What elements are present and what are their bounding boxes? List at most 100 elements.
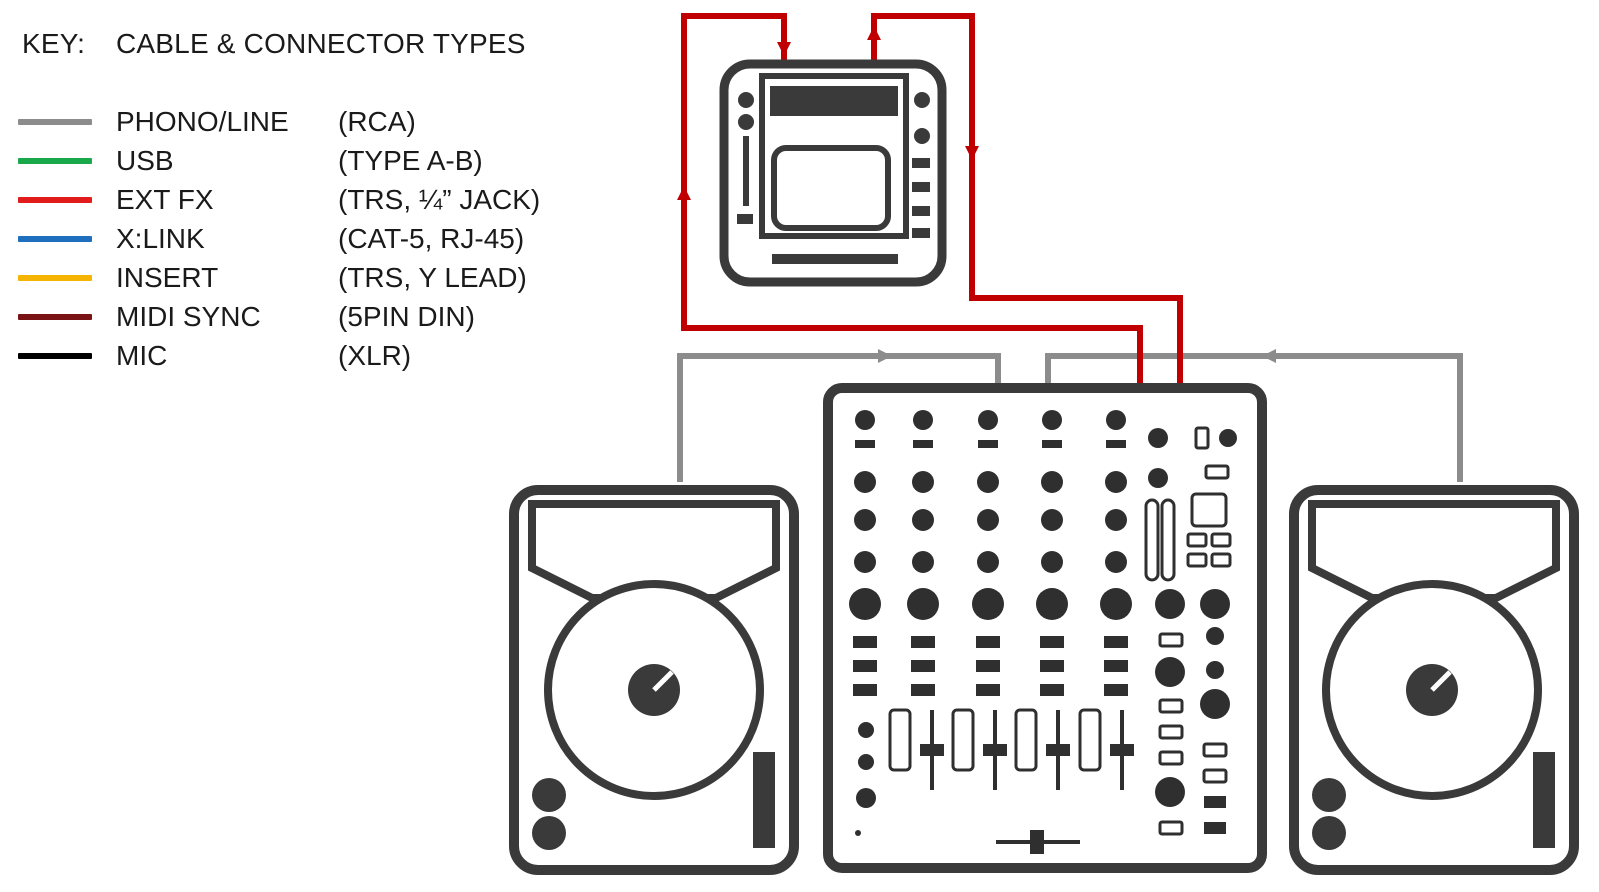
phono-cable-right xyxy=(1045,353,1463,482)
fx-arrow-up-out xyxy=(867,26,881,40)
phono-swatch xyxy=(18,119,92,125)
fx-arrow-down-right xyxy=(965,146,979,160)
legend-item-xlink: X:LINK (CAT-5, RJ-45) xyxy=(18,221,618,257)
fx-processor-icon xyxy=(719,59,947,287)
crossfader-cap xyxy=(1030,830,1044,854)
mixer-knob xyxy=(1148,428,1168,448)
legend-name: INSERT xyxy=(116,262,219,293)
mixer-knob xyxy=(977,509,999,531)
mixer-knob xyxy=(1105,551,1127,573)
left-deck xyxy=(509,485,799,875)
mixer-knob xyxy=(855,410,875,430)
mixer-button xyxy=(1210,552,1232,568)
mixer-button xyxy=(976,684,1000,696)
mixer-button xyxy=(1104,636,1128,648)
legend-item-phono: PHONO/LINE (RCA) xyxy=(18,104,618,140)
fader-cap xyxy=(920,744,944,756)
mic-swatch xyxy=(18,353,92,359)
mixer-led xyxy=(858,722,874,738)
eq-slot xyxy=(1144,498,1160,582)
mixer-button xyxy=(1104,684,1128,696)
legend-item-usb: USB (TYPE A-B) xyxy=(18,143,618,179)
mixer-button xyxy=(913,440,933,448)
legend-name: PHONO/LINE xyxy=(116,106,289,137)
legend-item-insert: INSERT (TRS, Y LEAD) xyxy=(18,260,618,296)
mixer-knob xyxy=(1105,509,1127,531)
ext-fx-swatch xyxy=(18,197,92,203)
mixer-button xyxy=(1204,464,1230,480)
mixer-button xyxy=(1158,750,1184,766)
ext-fx-cables xyxy=(677,13,1183,390)
mixer-large-knob xyxy=(1155,589,1185,619)
mixer-large-knob xyxy=(1155,657,1185,687)
mixer-large-knob xyxy=(1200,689,1230,719)
mixer-knob xyxy=(978,410,998,430)
mixer-knob xyxy=(913,410,933,430)
midi-sync-swatch xyxy=(18,314,92,320)
legend-title: KEY: CABLE & CONNECTOR TYPES xyxy=(22,28,526,60)
legend-connector: (TYPE A-B) xyxy=(338,145,483,176)
mixer-switch xyxy=(1194,426,1210,450)
mixer-knob xyxy=(1148,468,1168,488)
mixer-button xyxy=(853,660,877,672)
channel-fader-track xyxy=(951,708,975,772)
legend-item-mic: MIC (XLR) xyxy=(18,338,618,374)
mixer-knob xyxy=(1106,410,1126,430)
mixer-knob xyxy=(854,509,876,531)
legend-name: MIDI SYNC xyxy=(116,301,261,332)
legend-name: EXT FX xyxy=(116,184,214,215)
legend-name: MIC xyxy=(116,340,168,371)
phono-cable-left xyxy=(677,353,1001,482)
screen xyxy=(1190,492,1228,528)
phono-cables xyxy=(677,349,1463,482)
mixer-knob xyxy=(1219,429,1237,447)
mixer-large-knob xyxy=(1100,588,1132,620)
usb-swatch xyxy=(18,158,92,164)
channel-fader-track xyxy=(1078,708,1102,772)
mixer-button xyxy=(978,440,998,448)
key-title-text: CABLE & CONNECTOR TYPES xyxy=(116,28,526,59)
phono-arrow-left xyxy=(878,349,892,363)
mixer-knob xyxy=(912,471,934,493)
legend-name: X:LINK xyxy=(116,223,205,254)
fader-cap xyxy=(1110,744,1134,756)
mixer-knob xyxy=(977,471,999,493)
mixer-knob xyxy=(1206,661,1224,679)
legend-connector: (TRS, ¼” JACK) xyxy=(338,184,541,215)
mixer-button xyxy=(1186,532,1208,548)
fx-arrow-up-left xyxy=(677,186,691,200)
mixer-button xyxy=(976,660,1000,672)
mixer-knob xyxy=(856,788,876,808)
mixer-button xyxy=(1040,684,1064,696)
mixer-large-knob xyxy=(849,588,881,620)
legend-connector: (TRS, Y LEAD) xyxy=(338,262,527,293)
mixer-knob xyxy=(1042,410,1062,430)
insert-swatch xyxy=(18,275,92,281)
mixer-button xyxy=(1202,742,1228,758)
mixer-knob xyxy=(854,551,876,573)
mixer-large-knob xyxy=(1200,589,1230,619)
mixer-button xyxy=(1042,440,1062,448)
mixer-knob xyxy=(1206,627,1224,645)
phono-arrow-right xyxy=(1262,349,1276,363)
mixer-button xyxy=(1158,698,1184,714)
mixer-large-knob xyxy=(1155,777,1185,807)
mixer-knob xyxy=(977,551,999,573)
mixer-led xyxy=(855,830,861,836)
mixer-button xyxy=(1158,632,1184,648)
legend-connector: (5PIN DIN) xyxy=(338,301,475,332)
fx-send-cable xyxy=(681,13,1143,390)
mixer-button xyxy=(1202,768,1228,784)
mixer-button xyxy=(1204,796,1226,808)
mixer-button xyxy=(1158,820,1184,836)
channel-fader-track xyxy=(1014,708,1038,772)
fx-arrow-down-in xyxy=(777,42,791,56)
mixer-knob xyxy=(912,551,934,573)
mixer-knob xyxy=(1041,551,1063,573)
mixer-button xyxy=(853,684,877,696)
key-label: KEY: xyxy=(22,28,86,59)
mixer-button xyxy=(1204,822,1226,834)
legend-connector: (RCA) xyxy=(338,106,416,137)
mixer-button xyxy=(1040,660,1064,672)
